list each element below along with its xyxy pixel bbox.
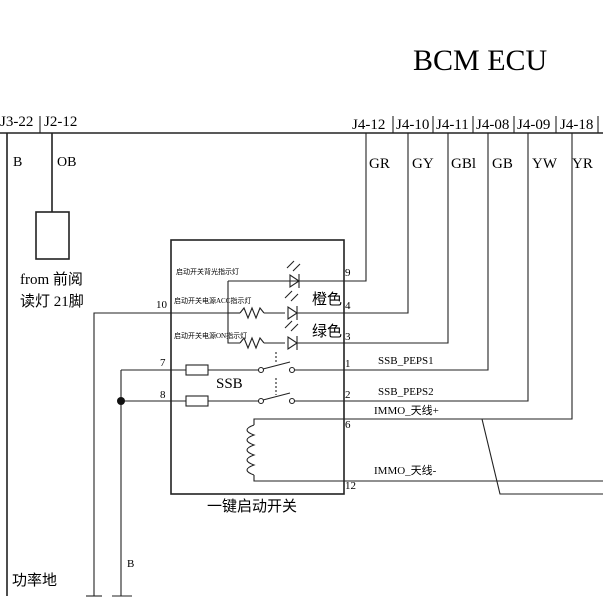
pin-4: 4 [345, 300, 351, 312]
yw-wire [344, 133, 529, 402]
signal-immo-neg: IMMO_天线- [374, 463, 437, 477]
signal-immo-pos: IMMO_天线+ [374, 403, 439, 417]
pin-1: 1 [345, 358, 351, 370]
color-label-green: 绿色 [312, 323, 342, 340]
gy-wire [344, 133, 409, 314]
wire-color-yw: YW [532, 156, 558, 172]
led-row-acc: 启动开关电源ACC指示灯 橙色 [174, 290, 344, 321]
pin-j2-12: J2-12 [44, 114, 77, 130]
gbl-wire [344, 133, 449, 344]
led-row-backlight: 启动开关背光指示灯 [176, 260, 344, 289]
led-label-acc: 启动开关电源ACC指示灯 [174, 296, 251, 305]
antenna-coil [246, 418, 344, 482]
led-common-bus [227, 281, 240, 344]
ground-wire-color: B [127, 558, 134, 570]
led-label-on: 启动开关电源ON指示灯 [174, 331, 247, 340]
pin-j4-10: J4-10 [396, 117, 429, 133]
pin-8: 8 [160, 389, 166, 401]
pin-6: 6 [345, 419, 351, 431]
yr-wire [344, 133, 573, 420]
pin-12: 12 [345, 480, 356, 492]
signal-ssb-peps2: SSB_PEPS2 [378, 386, 434, 398]
wire-color-gr: GR [369, 156, 390, 172]
diagram-title: BCM ECU [413, 44, 548, 77]
switch-title: 一键启动开关 [207, 498, 297, 515]
gb-wire [344, 133, 489, 371]
connector-ticks [39, 116, 599, 133]
from-note-line1: from 前阅 [20, 271, 83, 288]
pin-j4-18: J4-18 [560, 117, 593, 133]
signal-ssb-peps1: SSB_PEPS1 [378, 355, 434, 367]
reading-lamp-connector [35, 211, 70, 260]
pin-2: 2 [345, 389, 351, 401]
pin-j4-08: J4-08 [476, 117, 509, 133]
from-note-line2: 读灯 21脚 [20, 293, 84, 310]
pin-3: 3 [345, 331, 351, 343]
wire-color-gb: GB [492, 156, 513, 172]
immo-twist-line [481, 418, 603, 495]
wire-color-gbl: GBl [451, 156, 476, 172]
ssb-switch-2 [121, 378, 344, 407]
pin-10: 10 [156, 299, 168, 311]
pin-j4-11: J4-11 [436, 117, 469, 133]
led-row-on: 启动开关电源ON指示灯 绿色 [174, 320, 344, 351]
wire-color-yr: YR [572, 156, 593, 172]
start-switch-box [170, 239, 345, 495]
pin-j3-22: J3-22 [0, 114, 33, 130]
wire-color-ob: OB [57, 155, 76, 170]
ssb-switch-1 [121, 352, 344, 376]
ssb-label: SSB [216, 376, 243, 392]
ground-label: 功率地 [12, 572, 57, 589]
led-label-backlight: 启动开关背光指示灯 [176, 267, 239, 276]
color-label-orange: 橙色 [312, 291, 342, 308]
wire-color-gy: GY [412, 156, 434, 172]
junction-dot [117, 397, 125, 405]
pin-j4-12: J4-12 [352, 117, 385, 133]
gr-wire [344, 133, 367, 282]
pin-9: 9 [345, 267, 351, 279]
pin-j4-09: J4-09 [517, 117, 550, 133]
pin10-feed-wire [93, 312, 240, 596]
pin-7: 7 [160, 357, 166, 369]
wire-color-b: B [13, 155, 22, 170]
